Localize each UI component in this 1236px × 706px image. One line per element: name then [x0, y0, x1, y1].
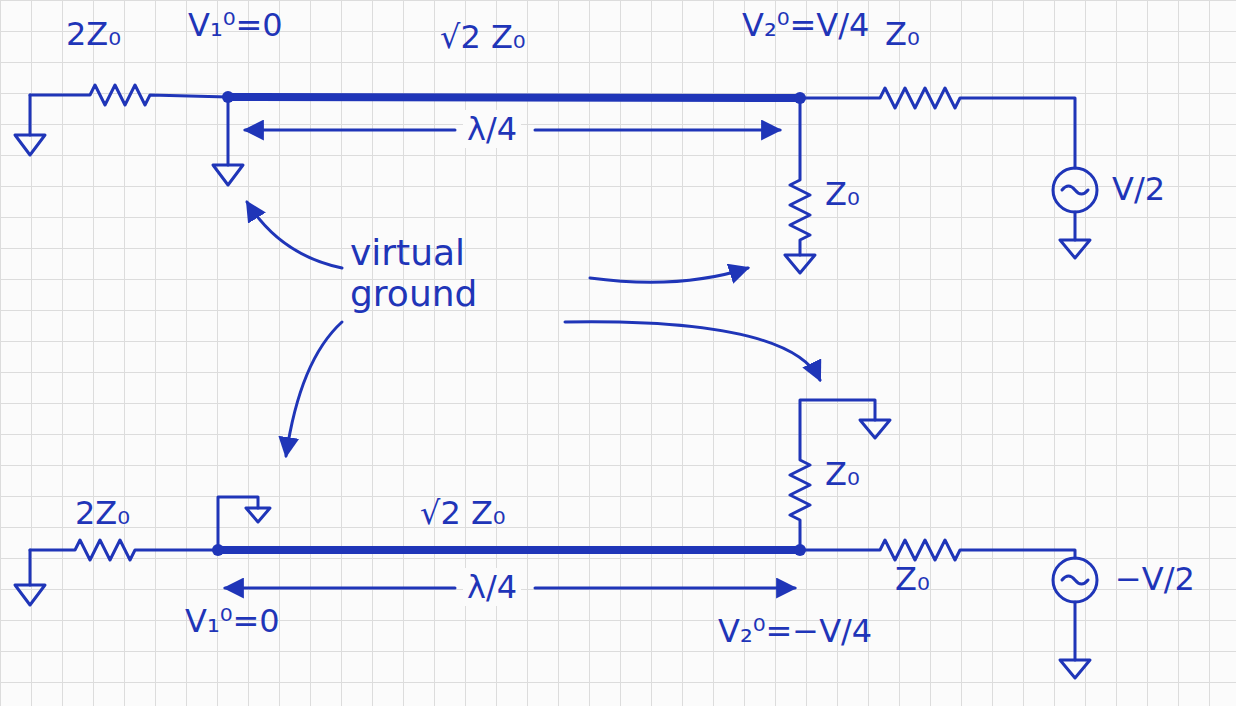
leader-arrow	[565, 322, 820, 380]
length-label: λ/4	[463, 568, 521, 606]
dimension-arrow	[245, 129, 455, 132]
resistor-value: 2Z₀	[66, 15, 121, 53]
annotation-note: virtual ground	[350, 232, 540, 315]
transmission-line	[228, 97, 800, 98]
source-symbol	[1053, 558, 1097, 678]
resistor-symbol	[800, 88, 1075, 168]
line-impedance: √2 Z₀	[420, 494, 506, 532]
resistor-symbol	[30, 85, 228, 105]
dimension-arrow	[535, 129, 780, 132]
resistor-value: Z₀	[895, 560, 930, 598]
resistor-value: Z₀	[825, 175, 860, 213]
line-impedance: √2 Z₀	[440, 18, 526, 56]
virtual-ground-symbol	[218, 497, 270, 550]
ground-symbol	[15, 95, 45, 155]
resistor-value: 2Z₀	[75, 494, 130, 532]
transmission-line	[218, 546, 800, 554]
node-voltage: V₂⁰=V/4	[742, 6, 869, 44]
dimension-arrow	[225, 587, 455, 590]
resistor-symbol	[800, 540, 1075, 560]
shunt-resistor	[790, 400, 890, 550]
node-voltage: V₂⁰=−V/4	[718, 612, 872, 650]
source-voltage: −V/2	[1115, 560, 1195, 598]
leader-arrow	[286, 322, 342, 456]
leader-arrow	[590, 268, 748, 282]
source-symbol	[1053, 168, 1097, 258]
resistor-value: Z₀	[825, 455, 860, 493]
resistor-symbol	[30, 540, 218, 560]
node-voltage: V₁⁰=0	[185, 602, 280, 640]
shunt-resistor	[785, 98, 815, 273]
dimension-arrow	[535, 587, 795, 590]
virtual-ground-symbol	[213, 97, 243, 185]
leader-arrow	[247, 202, 342, 268]
junction-dots	[212, 91, 806, 556]
length-label: λ/4	[463, 110, 521, 148]
ground-symbol	[15, 550, 45, 605]
resistor-value: Z₀	[885, 15, 920, 53]
source-voltage: V/2	[1112, 170, 1165, 208]
node-voltage: V₁⁰=0	[188, 6, 283, 44]
